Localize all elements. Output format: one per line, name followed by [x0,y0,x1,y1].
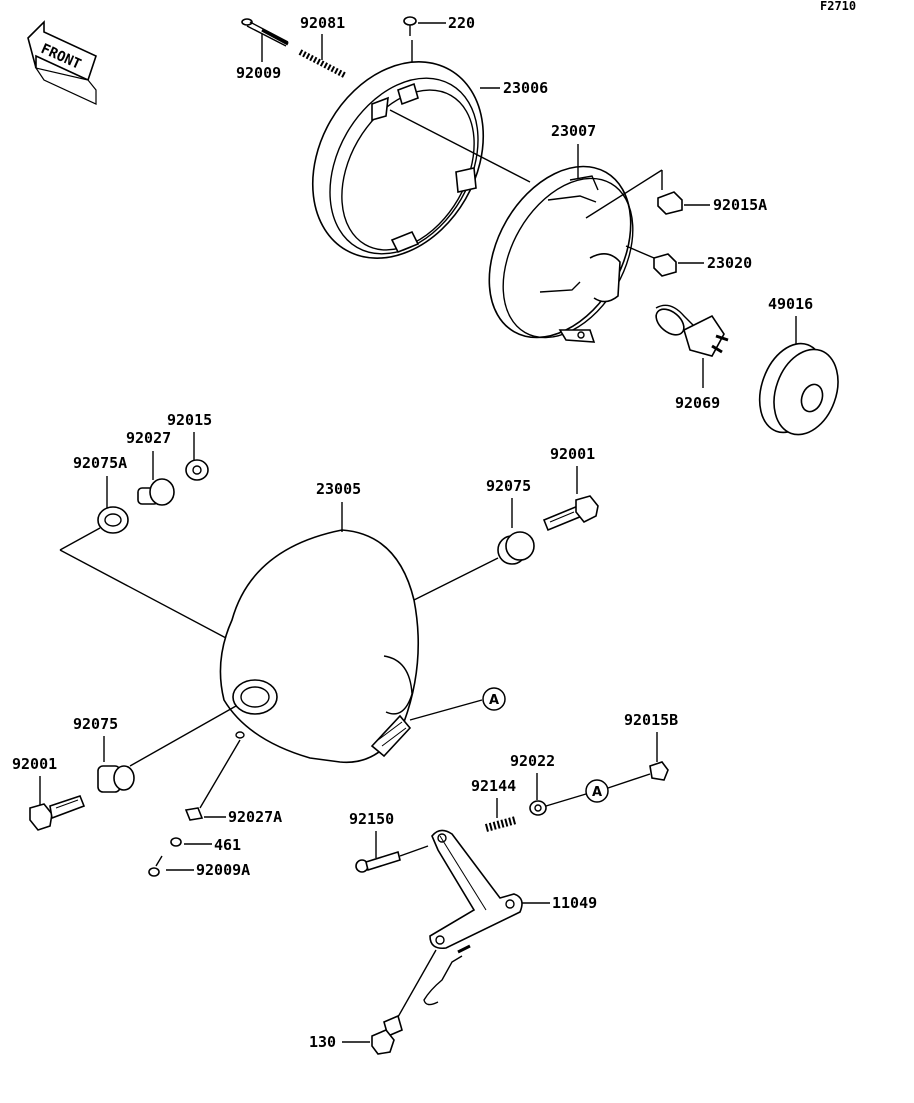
grommet-92075-top [497,531,535,565]
bolt-92001-top [542,495,599,532]
callout-a-upper: A [482,687,506,711]
label-92075A: 92075A [73,454,127,472]
label-92150: 92150 [349,810,394,828]
spring-92081 [298,49,348,79]
dust-boot-49016 [758,342,839,436]
grommet-92075-bottom [97,765,135,793]
label-23020: 23020 [707,254,752,272]
bulb-92069 [655,304,729,357]
bracket-11049 [429,829,523,950]
collar-92027 [137,478,175,506]
nut-92015 [185,459,209,481]
socket-23020 [653,253,677,277]
label-49016: 49016 [768,295,813,313]
label-92075-top: 92075 [486,477,531,495]
label-92015B: 92015B [624,711,678,729]
label-23006: 23006 [503,79,548,97]
label-92069: 92069 [675,394,720,412]
nut-92015B [649,761,669,781]
spring-92144 [484,816,518,832]
headlight-unit-23007 [488,165,634,343]
callout-a-lower: A [585,779,609,803]
svg-text:A: A [489,693,499,708]
screw-92009A [148,855,163,877]
label-92075-bottom: 92075 [73,715,118,733]
washer-92022 [529,800,547,816]
label-92022: 92022 [510,752,555,770]
label-92015A: 92015A [713,196,767,214]
front-arrow-icon: FRONT [27,20,97,105]
headlight-housing-23005 [219,529,420,764]
label-23007: 23007 [551,122,596,140]
label-92015: 92015 [167,411,212,429]
nut-92015A [657,191,683,215]
label-92144: 92144 [471,777,516,795]
label-11049: 11049 [552,894,597,912]
label-92027A: 92027A [228,808,282,826]
svg-text:A: A [592,785,602,800]
label-461: 461 [214,836,241,854]
figure-code: F2710 [820,0,856,13]
label-92001-bottom: 92001 [12,755,57,773]
label-130: 130 [309,1033,336,1051]
screw-220 [403,16,417,36]
label-220: 220 [448,14,475,32]
label-92009: 92009 [236,64,281,82]
nut-461 [170,837,182,847]
label-23005: 23005 [316,480,361,498]
collar-92027A [184,807,204,821]
bolt-92001-bottom [29,795,86,831]
hook-wire [423,944,471,1006]
headlight-rim-23006 [311,61,485,259]
label-92081: 92081 [300,14,345,32]
grommet-92075A [97,506,129,534]
screw-92009 [241,18,289,47]
label-92001-top: 92001 [550,445,595,463]
screw-92150 [355,850,401,873]
label-92009A: 92009A [196,861,250,879]
bolt-130 [371,1014,403,1055]
label-92027: 92027 [126,429,171,447]
